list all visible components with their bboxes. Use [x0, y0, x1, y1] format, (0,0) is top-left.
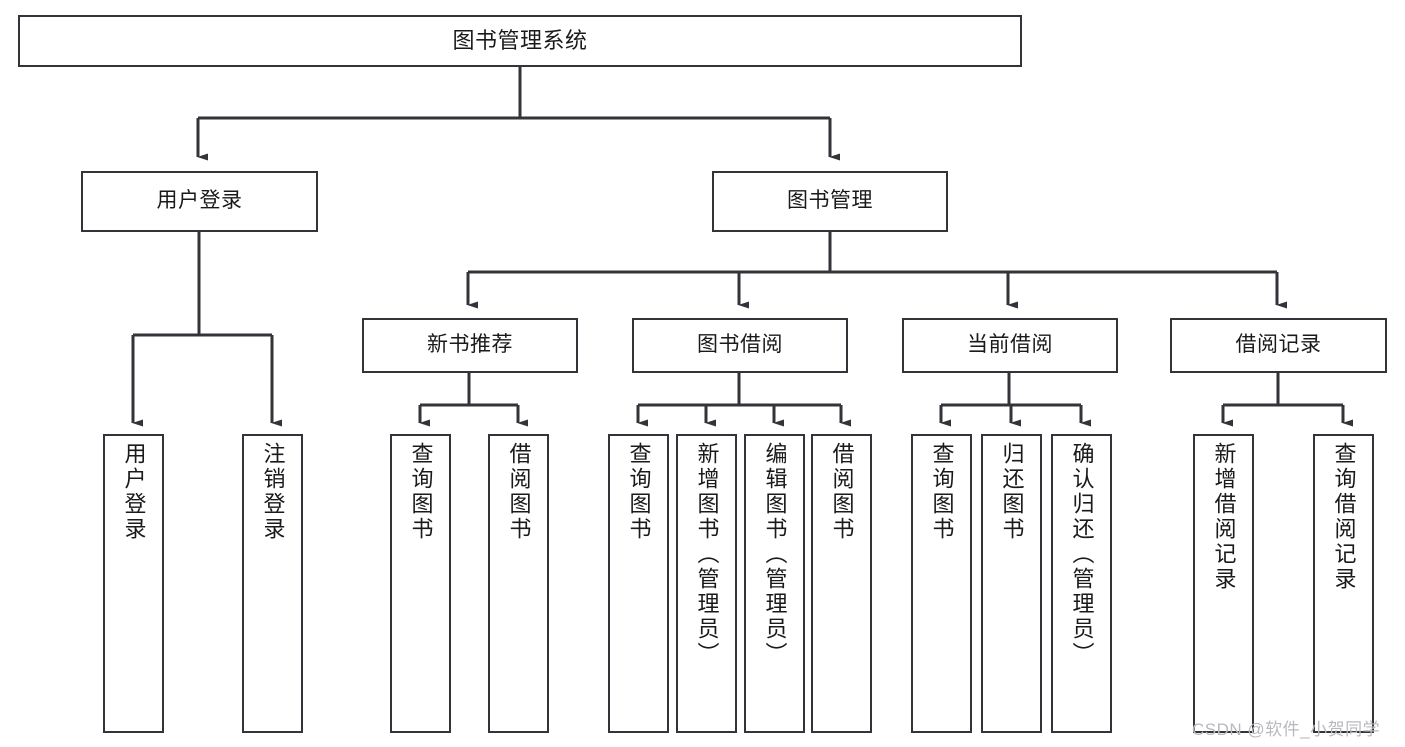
node-label: 注销登录: [260, 442, 286, 542]
node-borrow-record[interactable]: 借阅记录: [1170, 318, 1387, 373]
node-leaf-query-book-2[interactable]: 查询图书: [608, 434, 669, 733]
node-leaf-add-borrow-record[interactable]: 新增借阅记录: [1193, 434, 1254, 733]
node-label: 图书借阅: [697, 333, 783, 357]
node-leaf-logout-login[interactable]: 注销登录: [242, 434, 303, 733]
node-label: 编辑图书（管理员）: [762, 442, 788, 667]
node-label: 查询图书: [929, 442, 955, 542]
node-label: 确认归还（管理员）: [1069, 442, 1095, 667]
node-book-management[interactable]: 图书管理: [712, 171, 948, 232]
node-label: 查询图书: [626, 442, 652, 542]
node-label: 新书推荐: [427, 333, 513, 357]
node-label: 当前借阅: [967, 333, 1053, 357]
node-new-book-recommend[interactable]: 新书推荐: [362, 318, 578, 373]
node-label: 新增借阅记录: [1211, 442, 1237, 592]
node-label: 新增图书（管理员）: [694, 442, 720, 667]
node-leaf-confirm-return-admin[interactable]: 确认归还（管理员）: [1051, 434, 1112, 733]
node-leaf-borrow-book-1[interactable]: 借阅图书: [488, 434, 549, 733]
node-leaf-edit-book-admin[interactable]: 编辑图书（管理员）: [744, 434, 805, 733]
node-book-borrow[interactable]: 图书借阅: [632, 318, 848, 373]
node-label: 用户登录: [156, 189, 243, 213]
node-leaf-return-book[interactable]: 归还图书: [981, 434, 1042, 733]
node-label: 借阅图书: [506, 442, 532, 542]
node-leaf-user-login[interactable]: 用户登录: [103, 434, 164, 733]
node-book-management-system[interactable]: 图书管理系统: [18, 15, 1022, 67]
node-label: 图书管理系统: [452, 28, 588, 54]
node-label: 查询图书: [408, 442, 434, 542]
node-label: 归还图书: [999, 442, 1025, 542]
node-leaf-query-book-3[interactable]: 查询图书: [911, 434, 972, 733]
node-label: 用户登录: [121, 442, 147, 542]
node-leaf-query-book-1[interactable]: 查询图书: [390, 434, 451, 733]
node-user-login[interactable]: 用户登录: [81, 171, 318, 232]
node-label: 图书管理: [787, 189, 873, 213]
node-label: 借阅图书: [829, 442, 855, 542]
node-leaf-query-borrow-record[interactable]: 查询借阅记录: [1313, 434, 1374, 733]
node-current-borrow[interactable]: 当前借阅: [902, 318, 1118, 373]
csdn-watermark: CSDN @软件_小贺同学: [1192, 720, 1381, 739]
node-label: 查询借阅记录: [1331, 442, 1357, 592]
node-leaf-borrow-book-2[interactable]: 借阅图书: [811, 434, 872, 733]
node-label: 借阅记录: [1235, 333, 1322, 357]
node-leaf-add-book-admin[interactable]: 新增图书（管理员）: [676, 434, 737, 733]
